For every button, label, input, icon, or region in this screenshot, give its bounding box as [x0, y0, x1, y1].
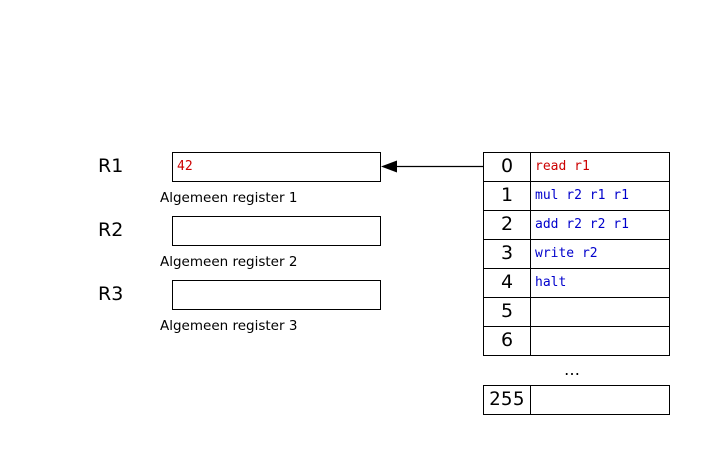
register-r2-label: R2 — [98, 219, 124, 241]
register-r1-label: R1 — [98, 155, 124, 177]
register-r1-caption: Algemeen register 1 — [160, 190, 298, 206]
memory-row: 4 halt — [483, 268, 670, 298]
register-r3-label: R3 — [98, 283, 124, 305]
register-r2-caption: Algemeen register 2 — [160, 254, 298, 270]
memory-address: 5 — [483, 297, 531, 327]
memory-content — [530, 385, 670, 415]
memory-address: 6 — [483, 326, 531, 356]
register-r1-box: 42 — [172, 152, 381, 182]
memory-ellipsis: … — [564, 360, 580, 379]
arrow-head — [381, 160, 397, 173]
memory-content: write r2 — [530, 239, 670, 269]
memory-row: 1 mul r2 r1 r1 — [483, 181, 670, 211]
memory-content: halt — [530, 268, 670, 298]
memory-content — [530, 326, 670, 356]
memory-content: read r1 — [530, 152, 670, 182]
memory-row: 0 read r1 — [483, 152, 670, 182]
register-r2-box — [172, 216, 381, 246]
register-r3-caption: Algemeen register 3 — [160, 318, 298, 334]
memory-row: 5 — [483, 297, 670, 327]
memory-row: 3 write r2 — [483, 239, 670, 269]
register-r3-box — [172, 280, 381, 310]
memory-address: 4 — [483, 268, 531, 298]
memory-row: 2 add r2 r2 r1 — [483, 210, 670, 240]
memory-address: 1 — [483, 181, 531, 211]
memory-content — [530, 297, 670, 327]
memory-row: 6 — [483, 326, 670, 356]
memory-row-last: 255 — [483, 385, 670, 415]
memory-address: 0 — [483, 152, 531, 182]
memory-address: 2 — [483, 210, 531, 240]
memory-content: add r2 r2 r1 — [530, 210, 670, 240]
memory-address: 3 — [483, 239, 531, 269]
memory-address: 255 — [483, 385, 531, 415]
memory-content: mul r2 r1 r1 — [530, 181, 670, 211]
